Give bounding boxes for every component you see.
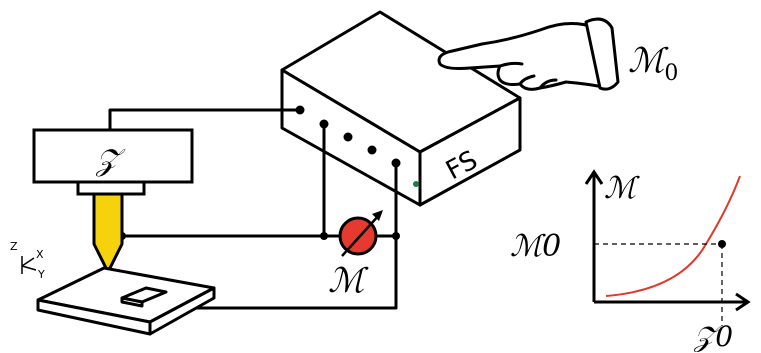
wire-z-block [108, 108, 300, 130]
y-axis-arrow [584, 169, 604, 185]
wiring [108, 108, 398, 310]
x-tick-label: 𝒵0 [693, 320, 733, 353]
probe-mount [76, 180, 146, 196]
series-line [605, 175, 741, 297]
reference-point [718, 240, 726, 248]
axis-y-label: Y [37, 268, 45, 281]
x-axis-arrow [735, 292, 751, 312]
z-actuator: 𝒵 [32, 128, 194, 196]
sample-stage [36, 266, 216, 336]
meter-label: ℳ [328, 261, 369, 301]
control-box: FS [280, 10, 522, 207]
z-actuator-body [32, 128, 194, 184]
axis-z-label: Z [10, 240, 18, 253]
y-axis-label: ℳ [604, 171, 640, 206]
socket-3 [343, 132, 353, 142]
wire-sample [168, 163, 398, 310]
control-box-side [418, 96, 522, 207]
socket-4 [367, 145, 377, 155]
pointing-hand-icon [437, 17, 620, 91]
axis-x-label: X [36, 248, 44, 261]
meter-icon [338, 210, 383, 257]
hand-setpoint-label: ℳ0 [628, 41, 678, 86]
axes-triad [21, 256, 37, 274]
status-led [413, 181, 419, 187]
probe-tip [92, 192, 124, 274]
stage-side [148, 286, 216, 336]
y-tick-label: ℳ0 [510, 229, 561, 264]
